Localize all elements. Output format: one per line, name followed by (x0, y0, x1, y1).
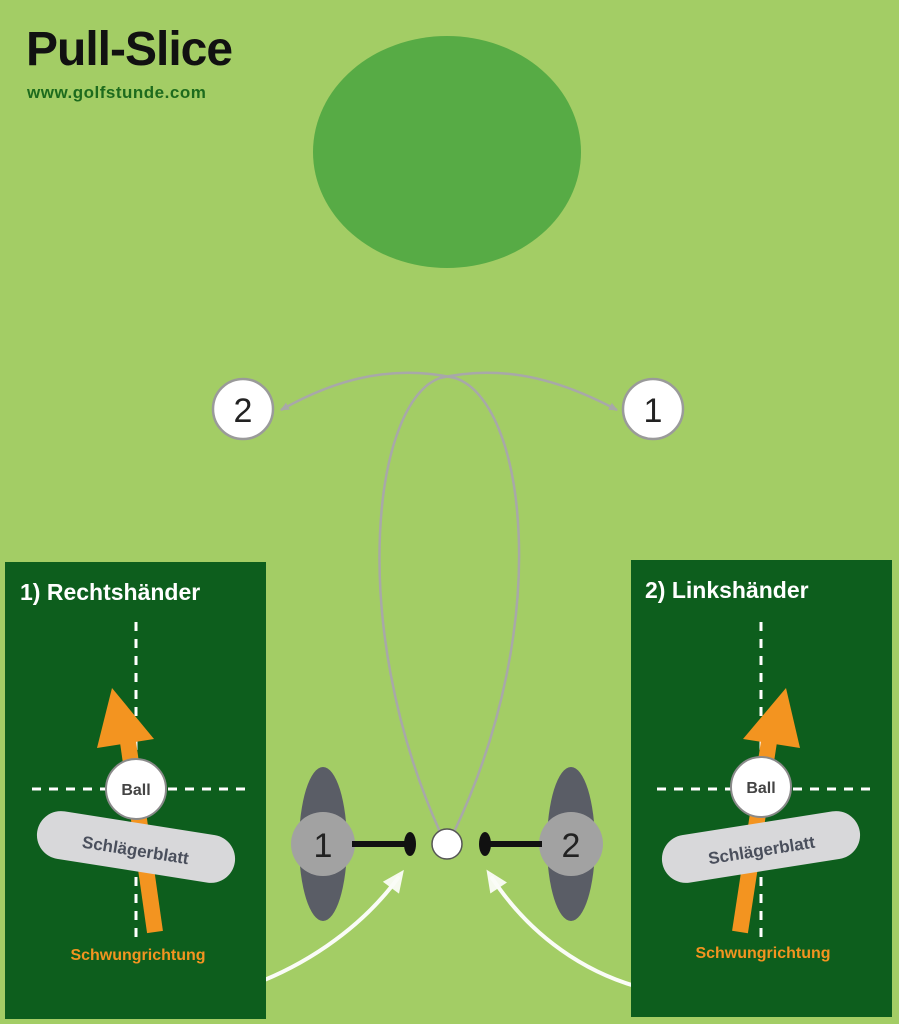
chalk-swing-arrow-right (486, 869, 652, 992)
ball-marker: Ball (105, 758, 167, 820)
clubface-shape: Schlägerblatt (36, 811, 236, 883)
ball-path-right-handed (378, 371, 618, 833)
svg-text:2: 2 (234, 392, 253, 430)
putting-green (313, 36, 581, 268)
ball-path-left-handed (280, 371, 521, 833)
panel-title: 2) Linkshänder (645, 577, 809, 603)
clubface-shape: Schlägerblatt (661, 811, 861, 883)
panel-title: 1) Rechtshänder (20, 579, 200, 605)
player-right-handed: 1 (291, 767, 416, 921)
website-url: www.golfstunde.com (27, 83, 207, 102)
svg-text:Ball: Ball (121, 782, 150, 799)
svg-text:Ball: Ball (746, 780, 775, 797)
panel-left-handed: 2) Linkshänder Schlägerblatt Ball Schwun… (631, 560, 892, 1017)
target-marker-right: 1 (621, 377, 685, 441)
page-title: Pull-Slice (26, 23, 233, 76)
player-left-handed: 2 (479, 767, 603, 921)
target-marker-left: 2 (211, 377, 275, 441)
svg-text:1: 1 (644, 392, 663, 430)
swing-direction-label: Schwungrichtung (70, 947, 205, 964)
svg-text:2: 2 (562, 827, 581, 865)
golf-ball (431, 828, 463, 860)
ball-marker: Ball (730, 756, 792, 818)
swing-direction-label: Schwungrichtung (695, 945, 830, 962)
svg-text:1: 1 (314, 827, 333, 865)
panel-right-handed: 1) Rechtshänder Schlägerblatt Ball Schwu… (5, 562, 266, 1019)
